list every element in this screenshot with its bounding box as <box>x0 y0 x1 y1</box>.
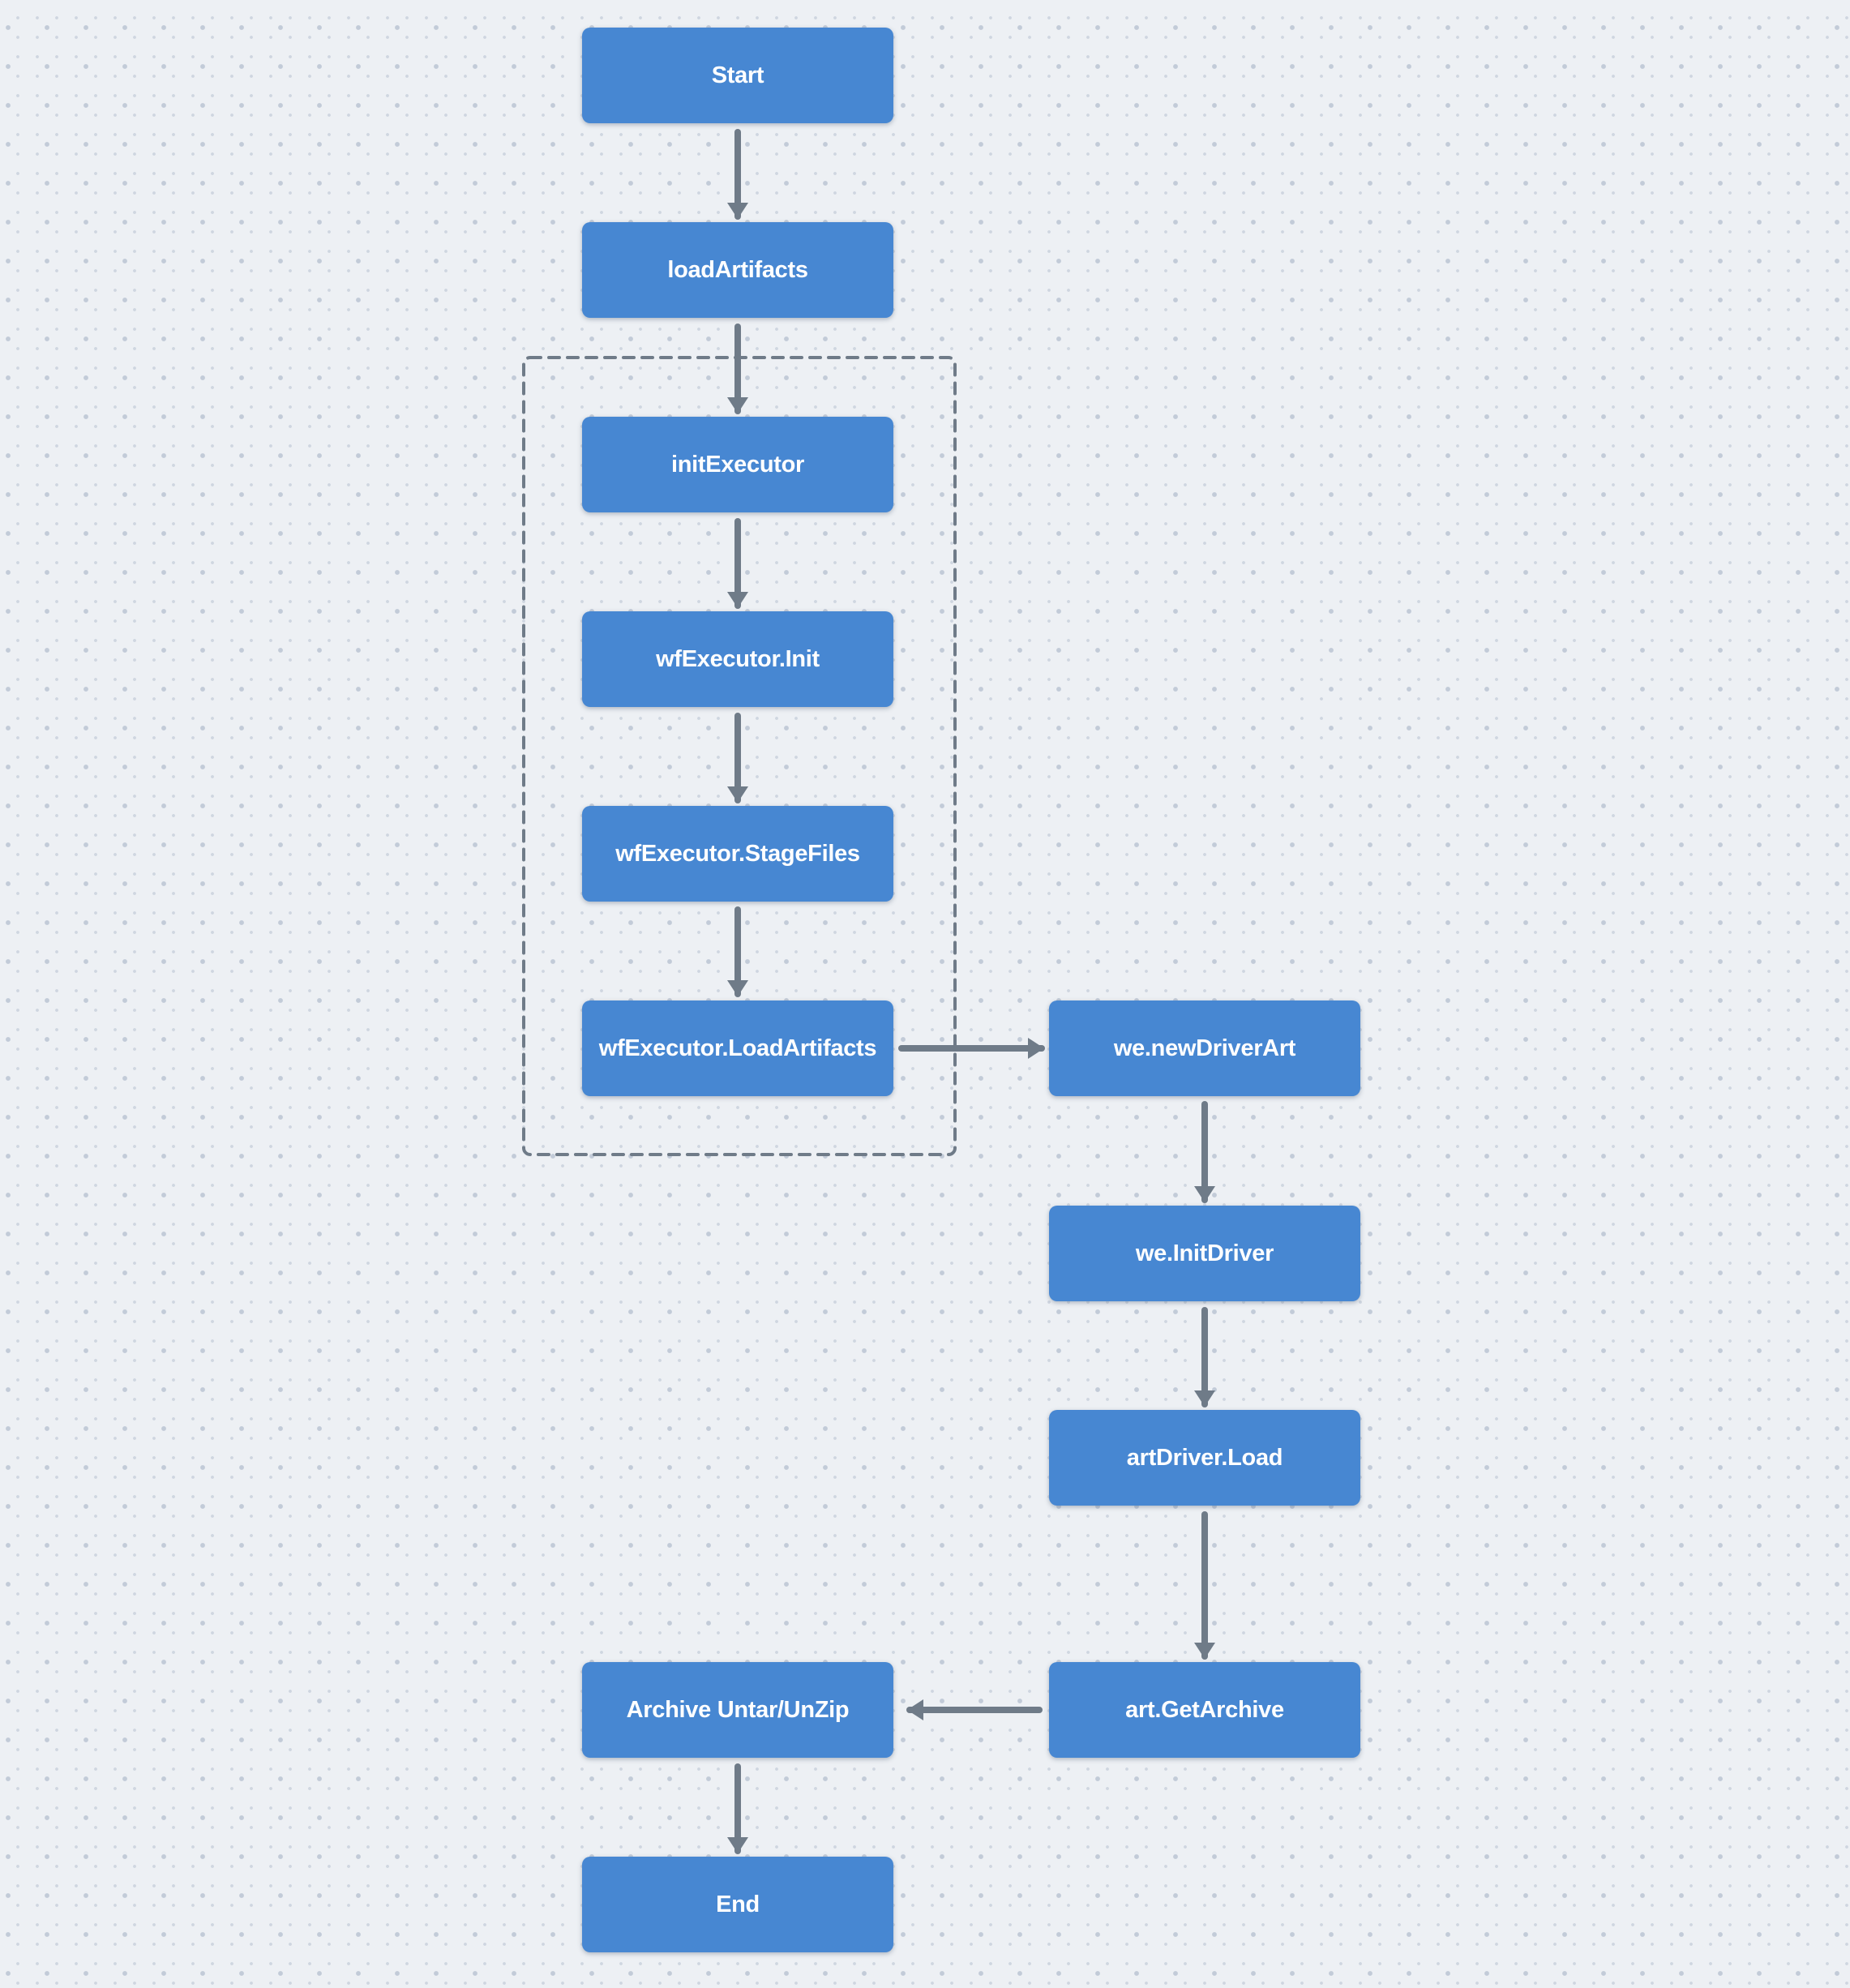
node-art-driver-load-label: artDriver.Load <box>1126 1444 1283 1471</box>
node-archive-untar-unzip: Archive Untar/UnZip <box>582 1662 893 1758</box>
node-wf-executor-load-artifacts: wfExecutor.LoadArtifacts <box>582 1000 893 1096</box>
node-we-init-driver-label: we.InitDriver <box>1135 1240 1274 1266</box>
node-load-artifacts: loadArtifacts <box>582 222 893 318</box>
node-wf-executor-init-label: wfExecutor.Init <box>656 645 820 672</box>
node-end-label: End <box>716 1891 760 1917</box>
node-wf-executor-stage-files-label: wfExecutor.StageFiles <box>615 840 860 867</box>
node-init-executor-label: initExecutor <box>671 451 804 478</box>
node-wf-executor-init: wfExecutor.Init <box>582 611 893 707</box>
node-start: Start <box>582 28 893 123</box>
node-we-init-driver: we.InitDriver <box>1049 1206 1360 1301</box>
node-wf-executor-load-artifacts-label: wfExecutor.LoadArtifacts <box>598 1035 877 1061</box>
node-end: End <box>582 1857 893 1952</box>
node-init-executor: initExecutor <box>582 417 893 512</box>
node-art-get-archive: art.GetArchive <box>1049 1662 1360 1758</box>
node-we-new-driver-art: we.newDriverArt <box>1049 1000 1360 1096</box>
node-archive-untar-unzip-label: Archive Untar/UnZip <box>626 1696 850 1723</box>
node-start-label: Start <box>711 62 764 88</box>
node-wf-executor-stage-files: wfExecutor.StageFiles <box>582 806 893 902</box>
node-art-get-archive-label: art.GetArchive <box>1125 1696 1284 1723</box>
node-we-new-driver-art-label: we.newDriverArt <box>1113 1035 1296 1061</box>
node-load-artifacts-label: loadArtifacts <box>667 256 808 283</box>
node-art-driver-load: artDriver.Load <box>1049 1410 1360 1506</box>
